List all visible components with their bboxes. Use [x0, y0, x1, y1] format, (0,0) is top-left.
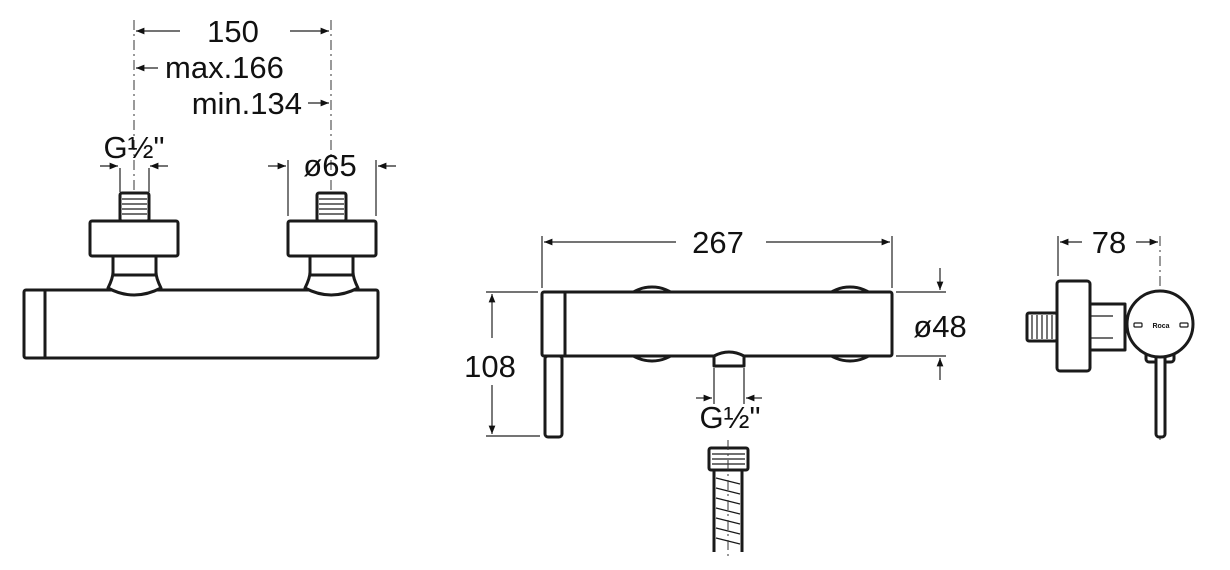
diameter-48: ø48 [913, 309, 966, 344]
mixer-body [22, 288, 380, 360]
side-view: 78 Roca [1025, 225, 1195, 440]
handle-disc [1125, 289, 1195, 359]
mixer-body-top [540, 290, 894, 358]
front-view: 150 max.166 min.134 G½" ø65 [22, 14, 396, 360]
top-view: 267 108 ø48 G½" [464, 225, 967, 560]
side-lever [1154, 353, 1167, 439]
outlet [712, 350, 746, 368]
right-connector [286, 191, 378, 297]
dimension-min: min.134 [192, 86, 302, 121]
left-connector [88, 191, 180, 297]
lever-handle [543, 354, 564, 439]
dimension-max: max.166 [165, 50, 284, 85]
dimension-267: 267 [692, 225, 744, 260]
shower-hose [707, 440, 750, 560]
dimension-78: 78 [1092, 225, 1126, 260]
thread-label: G½" [104, 130, 165, 165]
outlet-thread-label: G½" [700, 400, 761, 435]
nut-diameter-label: ø65 [303, 148, 356, 183]
dimension-150: 150 [207, 14, 259, 49]
roca-logo: Roca [1152, 323, 1169, 330]
dimension-108: 108 [464, 349, 516, 384]
